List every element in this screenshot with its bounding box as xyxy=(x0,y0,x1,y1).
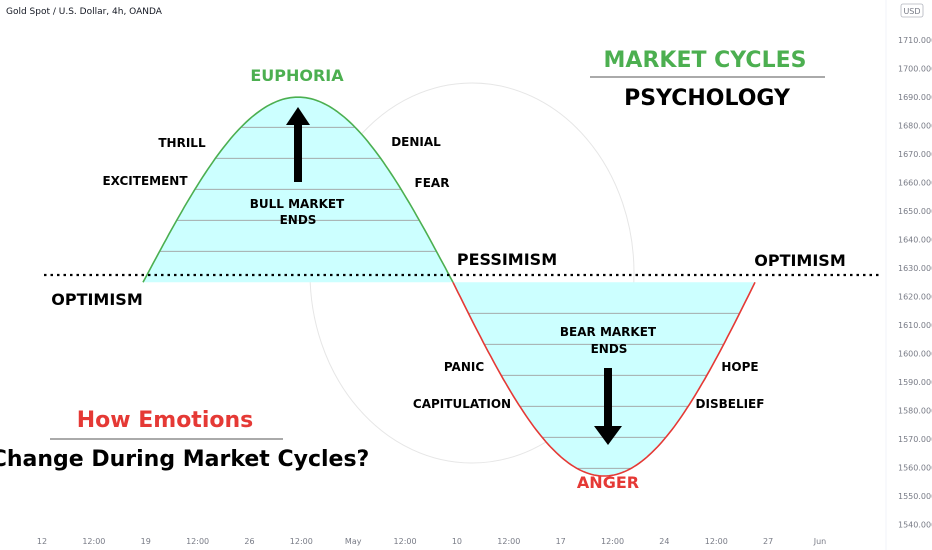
question-change: Change During Market Cycles? xyxy=(0,447,369,472)
price-tick: 1600.000 xyxy=(898,350,932,359)
label-thrill: THRILL xyxy=(158,136,206,150)
price-tick: 1660.000 xyxy=(898,179,932,188)
time-axis[interactable]: 12 12:00 19 12:00 26 12:00 May 12:00 10 12:00 17 12… xyxy=(37,537,826,546)
label-bear-market: BEAR MARKET xyxy=(560,325,657,339)
time-tick: 12:00 xyxy=(705,537,728,546)
price-tick: 1560.000 xyxy=(898,463,932,472)
price-tick: 1580.000 xyxy=(898,407,932,416)
price-tick: 1700.000 xyxy=(898,65,932,74)
time-tick: 19 xyxy=(141,537,151,546)
down-arrow-icon xyxy=(594,368,622,445)
price-tick: 1680.000 xyxy=(898,122,932,131)
price-tick: 1650.000 xyxy=(898,207,932,216)
time-tick: 12:00 xyxy=(82,537,105,546)
time-tick: 12:00 xyxy=(290,537,313,546)
label-excitement: EXCITEMENT xyxy=(102,174,188,188)
label-hope: HOPE xyxy=(721,360,758,374)
price-tick: 1640.000 xyxy=(898,236,932,245)
label-bull-ends: ENDS xyxy=(280,213,317,227)
time-tick: Jun xyxy=(813,537,827,546)
price-axis[interactable]: 1710.000 1700.000 1690.000 1680.000 1670.000… xyxy=(898,36,932,529)
currency-badge[interactable]: USD xyxy=(900,3,924,18)
title-psychology: PSYCHOLOGY xyxy=(624,86,791,111)
label-anger: ANGER xyxy=(577,473,639,492)
time-tick: 12:00 xyxy=(186,537,209,546)
label-euphoria: EUPHORIA xyxy=(250,66,344,85)
currency-label: USD xyxy=(903,7,920,16)
label-bear-ends: ENDS xyxy=(591,342,628,356)
time-tick: 12 xyxy=(37,537,47,546)
time-tick: 27 xyxy=(763,537,773,546)
price-tick: 1710.000 xyxy=(898,36,932,45)
time-tick: 26 xyxy=(244,537,254,546)
up-arrow-icon xyxy=(286,107,310,182)
time-tick: 12:00 xyxy=(497,537,520,546)
label-optimism-right: OPTIMISM xyxy=(754,251,846,270)
time-tick: 17 xyxy=(556,537,566,546)
price-tick: 1670.000 xyxy=(898,150,932,159)
bull-area xyxy=(143,97,453,283)
label-capitulation: CAPITULATION xyxy=(413,397,511,411)
question-how-emotions: How Emotions xyxy=(77,408,254,433)
price-tick: 1690.000 xyxy=(898,93,932,102)
time-tick: 24 xyxy=(659,537,669,546)
time-tick: 12:00 xyxy=(394,537,417,546)
label-pessimism: PESSIMISM xyxy=(457,250,557,269)
bull-curve xyxy=(142,96,454,283)
label-fear: FEAR xyxy=(415,176,450,190)
time-tick: 12:00 xyxy=(601,537,624,546)
price-tick: 1630.000 xyxy=(898,264,932,273)
time-tick: 10 xyxy=(452,537,462,546)
price-tick: 1540.000 xyxy=(898,520,932,529)
label-panic: PANIC xyxy=(444,360,484,374)
price-tick: 1620.000 xyxy=(898,293,932,302)
price-tick: 1610.000 xyxy=(898,321,932,330)
price-tick: 1570.000 xyxy=(898,435,932,444)
price-tick: 1550.000 xyxy=(898,492,932,501)
label-optimism-left: OPTIMISM xyxy=(51,290,143,309)
symbol-title[interactable]: Gold Spot / U.S. Dollar, 4h, OANDA xyxy=(6,7,163,17)
label-disbelief: DISBELIEF xyxy=(696,397,765,411)
label-denial: DENIAL xyxy=(391,135,441,149)
label-bull-market: BULL MARKET xyxy=(250,197,345,211)
time-tick: May xyxy=(345,537,362,546)
price-tick: 1590.000 xyxy=(898,378,932,387)
title-market-cycles: MARKET CYCLES xyxy=(604,48,807,73)
bear-curve xyxy=(452,281,756,477)
